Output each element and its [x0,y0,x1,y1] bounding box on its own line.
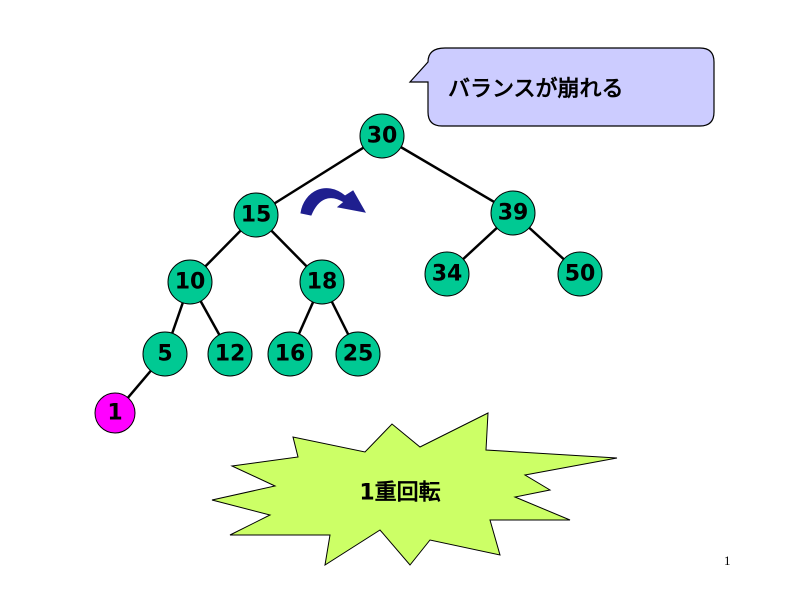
tree-node-label: 10 [175,270,206,295]
tree-node-circle [94,392,136,434]
tree-node-10: 10 [167,259,213,305]
tree-node-label: 50 [565,262,596,287]
tree-node-circle [167,259,213,305]
tree-node-34: 34 [424,251,470,297]
tree-node-circle [299,259,345,305]
tree-node-label: 5 [157,342,172,367]
callout-shape [408,47,715,127]
tree-node-label: 18 [307,270,338,295]
tree-node-25: 25 [335,331,381,377]
page-number: 1 [724,553,731,568]
burst-shape: 1重回転 [211,412,618,567]
tree-node-label: 39 [498,201,529,226]
tree-node-label: 15 [241,203,272,228]
tree-node-16: 16 [267,331,313,377]
tree-node-50: 50 [557,251,603,297]
tree-node-circle [233,192,279,238]
tree-node-label: 30 [367,124,398,149]
tree-node-circle [335,331,381,377]
tree-node-12: 12 [207,331,253,377]
tree-node-label: 1 [107,401,122,426]
tree-node-label: 34 [432,262,463,287]
tree-node-circle [267,331,313,377]
burst-text: 1重回転 [359,480,440,506]
callout-bubble: バランスが崩れる [408,47,715,127]
tree-node-5: 5 [142,331,188,377]
tree-node-circle [142,331,188,377]
tree-node-39: 39 [490,190,536,236]
tree-node-circle [557,251,603,297]
tree-node-circle [207,331,253,377]
tree-edge-n30-n15 [255,134,383,217]
burst-polygon [211,412,618,567]
tree-edge-n30-n39 [381,134,514,215]
tree-node-circle [424,251,470,297]
callout-text: バランスが崩れる [448,76,624,102]
tree-node-18: 18 [299,259,345,305]
tree-node-label: 16 [275,342,306,367]
tree-node-15: 15 [233,192,279,238]
tree-node-circle [359,113,405,159]
tree-nodes: 30 15 39 10 18 34 50 5 12 16 25 1 [94,113,603,434]
rotation-arrow-body [300,188,366,216]
tree-node-label: 25 [343,342,374,367]
tree-node-30: 30 [359,113,405,159]
tree-node-label: 12 [215,342,246,367]
rotate-right-arrow-icon [300,188,366,216]
tree-node-1: 1 [94,392,136,434]
tree-node-circle [490,190,536,236]
